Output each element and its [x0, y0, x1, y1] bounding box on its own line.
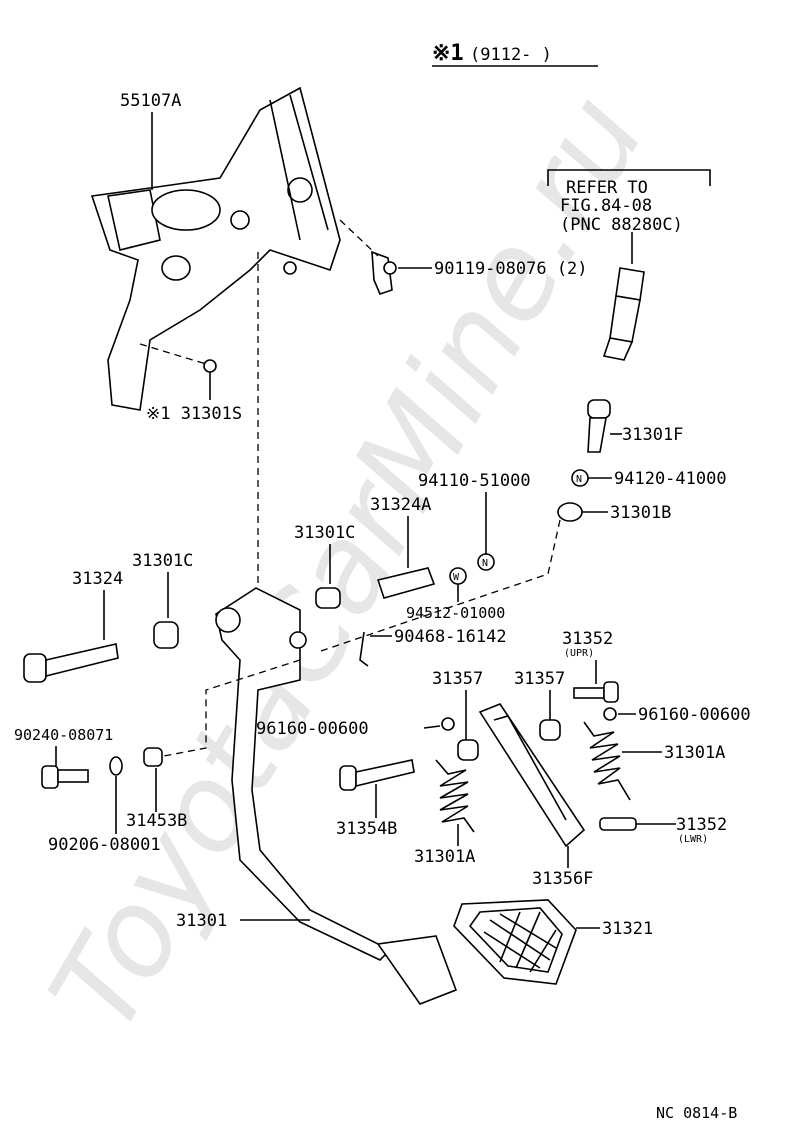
label-94512: 94512-01000 — [406, 604, 505, 622]
leader-96160-left — [423, 725, 441, 729]
bushing-31357-left — [457, 739, 479, 761]
label-94120: 94120-41000 — [614, 469, 727, 489]
label-31301F: 31301F — [622, 425, 683, 445]
refer-line1: REFER TO — [566, 178, 648, 198]
bushing-31301C-top — [315, 587, 341, 609]
label-lwr: (LWR) — [678, 834, 708, 845]
label-31301B: 31301B — [610, 503, 671, 523]
refer-line2: FIG.84-08 — [560, 196, 652, 216]
header-mark: ※1 — [432, 41, 464, 66]
label-31356F: 31356F — [532, 869, 593, 889]
circle-w: W — [453, 572, 460, 583]
brake-pedal-arm — [215, 587, 458, 1005]
header-range: (9112- ) — [470, 45, 552, 65]
label-31301C-top: 31301C — [294, 523, 355, 543]
label-31301C-left: 31301C — [132, 551, 193, 571]
dash-31301S — [139, 343, 207, 365]
circle-n2: N — [576, 474, 582, 485]
label-96160-right: 96160-00600 — [638, 705, 751, 725]
bushing-31301C-left — [153, 621, 179, 649]
stop-lamp-switch — [602, 232, 645, 361]
spring-31301A-bottom — [435, 759, 475, 833]
label-96160-left: 96160-00600 — [256, 719, 369, 739]
clip-96160-right — [603, 707, 617, 721]
bolt-90119 — [371, 250, 397, 295]
refer-bracket — [547, 169, 711, 186]
label-94110: 94110-51000 — [418, 471, 531, 491]
pedal-pad-31321 — [453, 899, 577, 985]
bolt-31352-upr — [573, 681, 619, 703]
pedal-bracket — [90, 86, 341, 411]
spring-31301A-right — [583, 721, 631, 801]
label-31301A-right: 31301A — [664, 743, 725, 763]
dash-pedal-bushing — [163, 659, 301, 757]
label-90468: 90468-16142 — [394, 627, 507, 647]
label-upr: (UPR) — [564, 648, 594, 659]
clip-96160-left — [441, 717, 455, 731]
label-31324: 31324 — [72, 569, 123, 589]
label-55107A: 55107A — [120, 91, 181, 111]
label-31321: 31321 — [602, 919, 653, 939]
bolt-90240 — [41, 765, 89, 789]
label-31354B: 31354B — [336, 819, 397, 839]
collar-31324A — [376, 567, 436, 599]
label-31324A: 31324A — [370, 495, 431, 515]
dash-31301B — [317, 519, 561, 653]
bolt-31324 — [23, 643, 119, 683]
link-plate-31356F — [478, 703, 586, 848]
footer-code: NC 0814-B — [656, 1104, 737, 1122]
pin-31301S — [203, 359, 217, 373]
label-31352-upr: 31352 — [562, 629, 613, 649]
label-90240: 90240-08071 — [14, 726, 113, 744]
cushion-31301B — [557, 502, 583, 522]
label-90206: 90206-08001 — [48, 835, 161, 855]
nut-n1 — [477, 553, 495, 571]
label-31453B: 31453B — [126, 811, 187, 831]
refer-line3: (PNC 88280C) — [560, 215, 683, 235]
label-90119: 90119-08076 (2) — [434, 259, 588, 279]
label-31301: 31301 — [176, 911, 227, 931]
bolt-31301F — [587, 399, 611, 453]
label-31301S: ※1 31301S — [146, 404, 242, 424]
pin-31354B — [339, 759, 415, 791]
label-31357-right: 31357 — [514, 669, 565, 689]
clip-90468 — [359, 631, 369, 667]
bolt-31352-lwr — [599, 817, 637, 831]
dash-90119 — [339, 219, 379, 257]
label-31357-left: 31357 — [432, 669, 483, 689]
circle-n1: N — [482, 558, 488, 569]
washer-90206 — [109, 756, 123, 776]
bushing-31453B — [143, 747, 163, 767]
label-31352-lwr: 31352 — [676, 815, 727, 835]
label-31301A-bottom: 31301A — [414, 847, 475, 867]
bushing-31357-right — [539, 719, 561, 741]
